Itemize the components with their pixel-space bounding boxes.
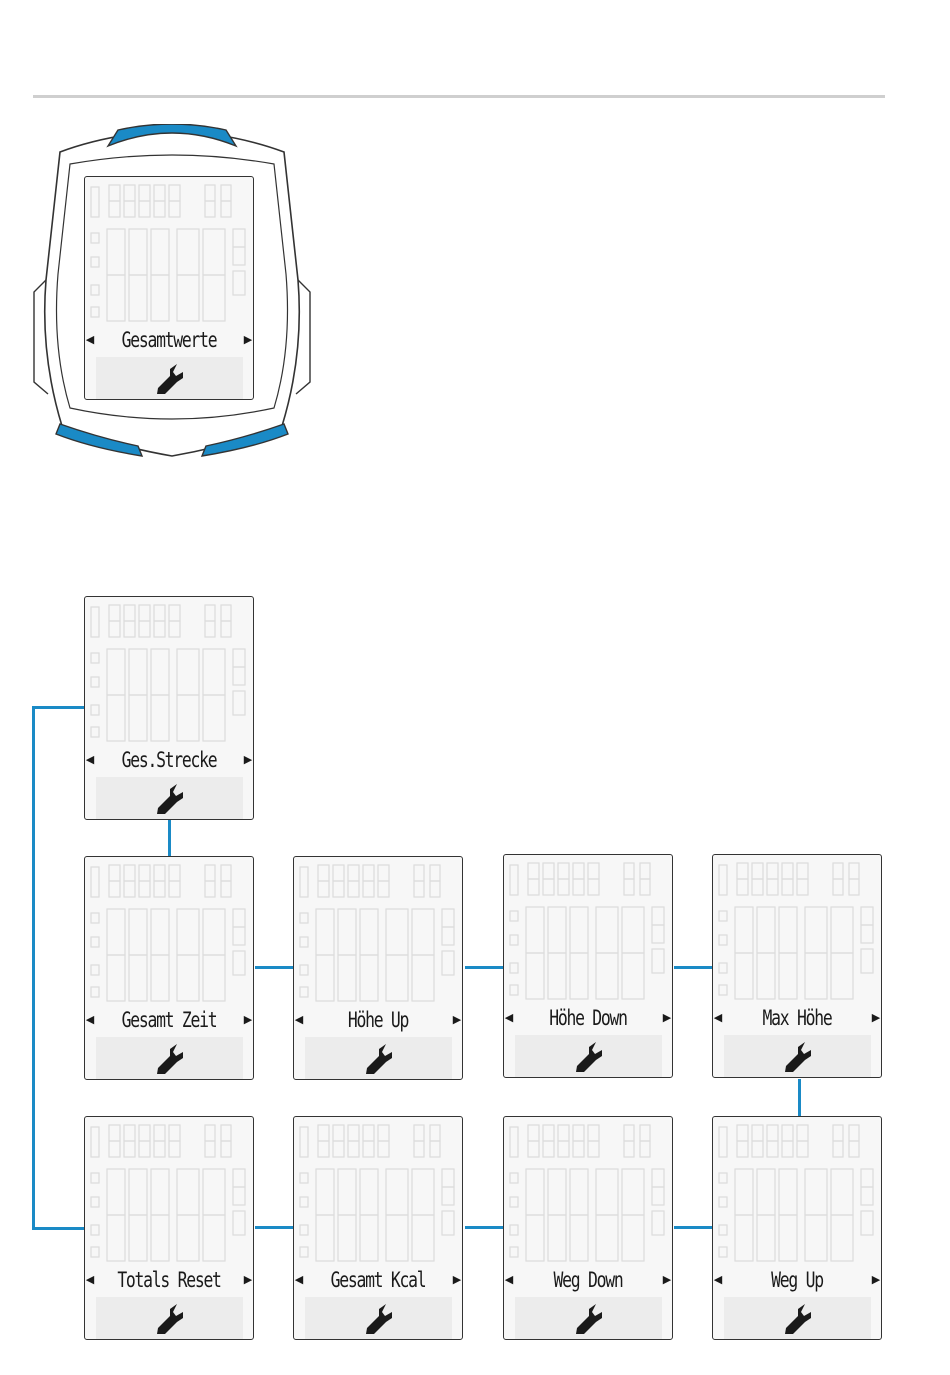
left-arrow-icon: ◀: [504, 1003, 514, 1033]
menu-label: Totals Reset: [111, 1268, 226, 1292]
menu-label: Höhe Up: [320, 1008, 435, 1032]
menu-screen-weg-down: ◀ Weg Down ▶: [503, 1116, 673, 1340]
settings-bar: [515, 1035, 662, 1077]
right-arrow-icon: ▶: [243, 1005, 253, 1035]
left-arrow-icon: ◀: [713, 1003, 723, 1033]
label-row: ◀ Höhe Up ▶: [294, 1005, 462, 1035]
left-arrow-icon: ◀: [85, 1005, 95, 1035]
label-row: ◀ Gesamt Zeit ▶: [85, 1005, 253, 1035]
settings-bar: [96, 357, 243, 399]
wrench-icon: [781, 1039, 815, 1073]
settings-bar: [96, 1297, 243, 1339]
screen-label: Gesamtwerte: [111, 328, 226, 352]
left-arrow-icon: ◀: [294, 1265, 304, 1295]
menu-label: Weg Down: [530, 1268, 645, 1292]
right-arrow-icon: ▶: [871, 1003, 881, 1033]
wrench-icon: [362, 1301, 396, 1335]
menu-screen-ges-strecke: ◀ Ges.Strecke ▶: [84, 596, 254, 820]
right-arrow-icon: ▶: [243, 745, 253, 775]
menu-screen-hoehe-down: ◀ Höhe Down ▶: [503, 854, 673, 1078]
menu-label: Weg Up: [739, 1268, 854, 1292]
wrench-icon: [572, 1301, 606, 1335]
right-arrow-icon: ▶: [662, 1265, 672, 1295]
settings-bar: [305, 1037, 452, 1079]
label-row: ◀ Gesamt Kcal ▶: [294, 1265, 462, 1295]
wrench-icon: [572, 1039, 606, 1073]
wrench-icon: [153, 1301, 187, 1335]
left-arrow-icon: ◀: [294, 1005, 304, 1035]
label-row: ◀ Max Höhe ▶: [713, 1003, 881, 1033]
settings-bar: [515, 1297, 662, 1339]
settings-bar: [724, 1035, 871, 1077]
menu-label: Gesamt Kcal: [320, 1268, 435, 1292]
menu-screen-max-hoehe: ◀ Max Höhe ▶: [712, 854, 882, 1078]
menu-label: Ges.Strecke: [111, 748, 226, 772]
menu-label: Gesamt Zeit: [111, 1008, 226, 1032]
wrench-icon: [153, 361, 187, 395]
header-rule: [33, 95, 885, 98]
menu-screen-totals-reset: ◀ Totals Reset ▶: [84, 1116, 254, 1340]
settings-bar: [96, 777, 243, 819]
connector: [465, 1226, 503, 1229]
menu-label: Höhe Down: [530, 1006, 645, 1030]
settings-bar: [305, 1297, 452, 1339]
device-display: ◀ Gesamtwerte ▶: [84, 176, 254, 400]
connector: [255, 1226, 293, 1229]
left-arrow-icon: ◀: [504, 1265, 514, 1295]
menu-screen-gesamt-kcal: ◀ Gesamt Kcal ▶: [293, 1116, 463, 1340]
left-arrow-icon: ◀: [713, 1265, 723, 1295]
wrench-icon: [781, 1301, 815, 1335]
label-row: ◀ Ges.Strecke ▶: [85, 745, 253, 775]
connector: [798, 1079, 801, 1116]
connector: [255, 966, 293, 969]
menu-label: Max Höhe: [739, 1006, 854, 1030]
label-row: ◀ Weg Down ▶: [504, 1265, 672, 1295]
wrench-icon: [153, 1041, 187, 1075]
menu-screen-weg-up: ◀ Weg Up ▶: [712, 1116, 882, 1340]
connector: [32, 706, 35, 1230]
connector: [465, 966, 503, 969]
menu-screen-hoehe-up: ◀ Höhe Up ▶: [293, 856, 463, 1080]
right-arrow-icon: ▶: [243, 1265, 253, 1295]
label-row: ◀ Höhe Down ▶: [504, 1003, 672, 1033]
right-arrow-icon: ▶: [871, 1265, 881, 1295]
label-row: ◀ Gesamtwerte ▶: [85, 325, 253, 355]
label-row: ◀ Weg Up ▶: [713, 1265, 881, 1295]
right-arrow-icon: ▶: [452, 1265, 462, 1295]
right-arrow-icon: ▶: [452, 1005, 462, 1035]
bike-computer-device: ◀ Gesamtwerte ▶: [30, 124, 314, 460]
connector: [168, 820, 171, 856]
connector: [32, 1227, 84, 1230]
connector: [674, 1226, 712, 1229]
settings-bar: [724, 1297, 871, 1339]
left-arrow-icon: ◀: [85, 745, 95, 775]
menu-screen-gesamt-zeit: ◀ Gesamt Zeit ▶: [84, 856, 254, 1080]
right-arrow-icon: ▶: [662, 1003, 672, 1033]
connector: [32, 706, 84, 709]
settings-bar: [96, 1037, 243, 1079]
wrench-icon: [362, 1041, 396, 1075]
connector: [674, 966, 712, 969]
wrench-icon: [153, 781, 187, 815]
left-arrow-icon: ◀: [85, 1265, 95, 1295]
label-row: ◀ Totals Reset ▶: [85, 1265, 253, 1295]
right-arrow-icon: ▶: [243, 325, 253, 355]
left-arrow-icon: ◀: [85, 325, 95, 355]
